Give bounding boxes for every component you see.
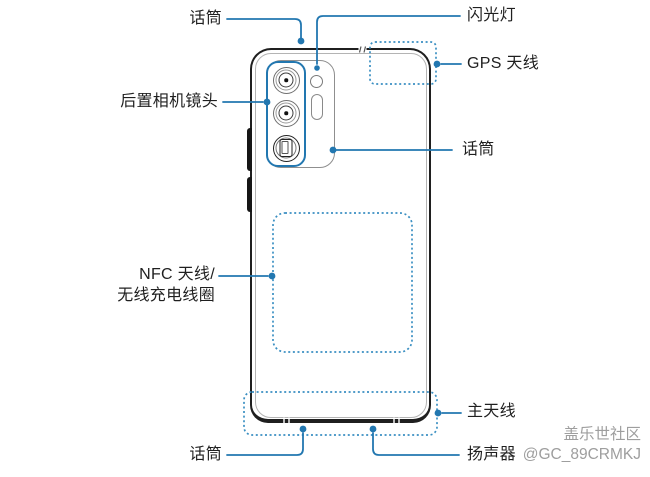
rear-camera-lens-2-icon — [272, 99, 300, 127]
callout-dot-nfc — [268, 272, 276, 280]
periscope-prism — [279, 139, 293, 157]
volume-key — [247, 128, 252, 171]
lens-core — [278, 72, 294, 88]
label-nfc-antenna-line1: NFC 天线/ — [139, 266, 215, 283]
laser-af-sensor-icon — [310, 94, 323, 120]
label-mic-middle: 话筒 — [462, 141, 495, 158]
callout-line-mic-top — [226, 18, 302, 39]
gps-antenna-region — [369, 41, 437, 85]
lens-center-dot — [284, 78, 288, 82]
lens-ring — [275, 69, 297, 91]
flash-icon — [309, 74, 323, 88]
lens-ring — [275, 102, 297, 124]
label-main-antenna: 主天线 — [467, 403, 516, 420]
callout-dot-mic-top — [297, 37, 305, 45]
callout-dot-mic-bottom — [299, 425, 307, 433]
antenna-split-bottom-left — [283, 417, 290, 423]
label-mic-bottom: 话筒 — [189, 446, 222, 463]
callout-dot-mic-middle — [329, 146, 337, 154]
label-nfc-antenna-line2: 无线充电线圈 — [117, 287, 215, 304]
callout-dot-rear-camera — [263, 98, 271, 106]
antenna-split-bottom-right — [393, 417, 400, 423]
rear-camera-highlight-box — [266, 61, 306, 167]
callout-line-speaker — [372, 432, 460, 456]
lens-ring — [275, 137, 297, 159]
main-antenna-region — [243, 391, 438, 436]
label-rear-camera-lens: 后置相机镜头 — [120, 93, 218, 110]
phone-inner-edge — [254, 52, 427, 418]
watermark-community-name: 盖乐世社区 — [563, 426, 641, 443]
label-flash: 闪光灯 — [467, 7, 516, 24]
antenna-split-top — [358, 46, 367, 53]
label-nfc-antenna: NFC 天线/ 无线充电线圈 — [117, 264, 215, 306]
label-mic-top: 话筒 — [189, 10, 222, 27]
watermark-user-handle: @GC_89CRMKJ — [522, 446, 641, 463]
callout-dot-gps — [433, 60, 441, 68]
label-speaker: 扬声器 — [467, 446, 516, 463]
rear-camera-periscope-lens-icon — [272, 134, 300, 162]
callout-dot-flash — [314, 65, 320, 71]
label-gps-antenna: GPS 天线 — [467, 55, 540, 72]
callout-dot-main-antenna — [434, 409, 442, 417]
power-key — [247, 177, 252, 212]
callout-dot-speaker — [369, 425, 377, 433]
lens-core — [278, 105, 294, 121]
nfc-wireless-charging-region — [272, 212, 413, 353]
lens-center-dot — [284, 111, 288, 115]
periscope-prism-inner — [281, 141, 288, 154]
rear-camera-lens-1-icon — [272, 66, 300, 94]
callout-line-flash — [316, 15, 461, 65]
callout-line-mic-bottom — [226, 432, 304, 456]
